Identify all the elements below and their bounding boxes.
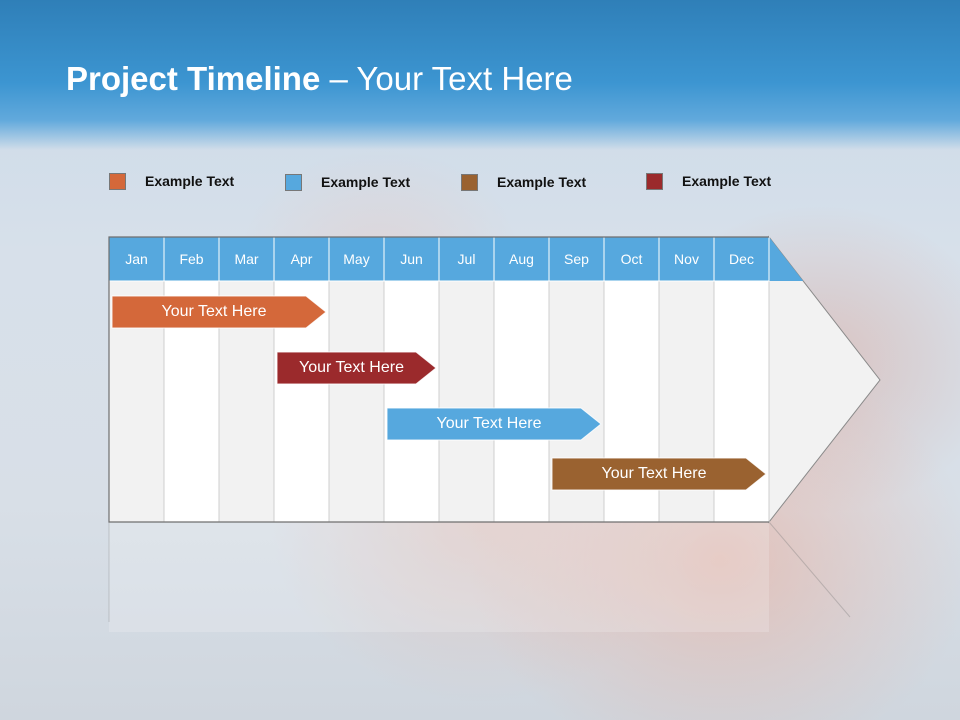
task-bar <box>276 351 437 385</box>
month-header-cell <box>163 236 220 282</box>
reflection-edge <box>768 521 851 618</box>
title-bold: Project Timeline <box>66 60 321 97</box>
task-bar <box>551 457 767 491</box>
task-label: Your Text Here <box>299 359 404 376</box>
month-column <box>383 280 440 523</box>
legend-swatch <box>285 173 302 191</box>
month-header-cell <box>438 236 495 282</box>
month-header-cell <box>328 236 385 282</box>
task-bar <box>386 407 602 441</box>
legend-label: Example Text <box>682 173 772 189</box>
month-header-cell <box>493 236 550 282</box>
legend-label: Example Text <box>145 173 235 189</box>
legend-swatch <box>109 172 126 190</box>
legend-item: Example Text <box>461 172 586 192</box>
month-label: Apr <box>290 251 313 267</box>
legend-label: Example Text <box>321 174 411 190</box>
month-column <box>438 280 495 523</box>
month-header-cell <box>108 236 165 282</box>
timeline-reflection <box>109 522 769 632</box>
task-label: Your Text Here <box>601 465 707 482</box>
month-header-cell <box>273 236 330 282</box>
month-label: May <box>343 251 370 267</box>
month-label: Jun <box>400 251 423 267</box>
task-label: Your Text Here <box>436 415 542 432</box>
month-header-cell <box>383 236 440 282</box>
month-label: Jul <box>457 251 476 267</box>
month-header-cell <box>713 236 770 282</box>
legend-item: Example Text <box>109 171 234 191</box>
month-label: Nov <box>674 251 699 267</box>
month-label: Sep <box>564 251 589 267</box>
legend-label: Example Text <box>497 174 587 190</box>
month-label: Jan <box>125 251 148 267</box>
month-column <box>328 280 385 523</box>
page-title: Project Timeline – Your Text Here <box>66 60 573 98</box>
month-column <box>493 280 550 523</box>
title-rest: – Your Text Here <box>320 60 573 97</box>
month-label: Aug <box>509 251 534 267</box>
header-band <box>0 0 960 150</box>
month-label: Oct <box>620 251 643 267</box>
month-label: Dec <box>729 251 754 267</box>
task-label: Your Text Here <box>161 303 267 320</box>
legend-item: Example Text <box>285 172 410 192</box>
month-label: Mar <box>234 251 259 267</box>
grid-outline <box>108 236 769 523</box>
month-label: Feb <box>179 251 204 267</box>
task-bar <box>111 295 327 329</box>
arrow-head-band <box>769 237 804 281</box>
legend-item: Example Text <box>646 171 771 191</box>
legend-swatch <box>461 173 478 191</box>
legend-swatch <box>646 172 663 190</box>
